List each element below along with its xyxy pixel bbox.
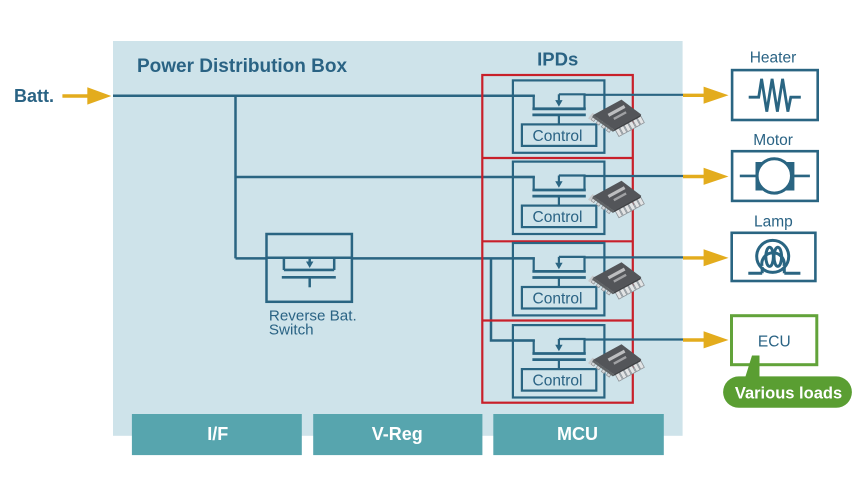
svg-text:Control: Control: [533, 209, 583, 226]
svg-text:Control: Control: [533, 373, 583, 390]
svg-text:Lamp: Lamp: [754, 213, 793, 230]
svg-text:IPDs: IPDs: [537, 49, 578, 70]
svg-text:Control: Control: [533, 128, 583, 145]
svg-text:Control: Control: [533, 291, 583, 308]
svg-text:MCU: MCU: [557, 424, 598, 444]
svg-text:Power Distribution Box: Power Distribution Box: [137, 56, 348, 77]
svg-text:V-Reg: V-Reg: [372, 424, 423, 444]
svg-text:Reverse Bat.: Reverse Bat.: [269, 308, 357, 325]
svg-text:Various loads: Various loads: [735, 384, 842, 402]
svg-text:Heater: Heater: [750, 49, 797, 66]
svg-text:I/F: I/F: [207, 424, 228, 444]
svg-text:Batt.: Batt.: [14, 86, 54, 106]
svg-text:Motor: Motor: [753, 132, 793, 149]
svg-text:Switch: Switch: [269, 322, 314, 339]
svg-text:ECU: ECU: [758, 334, 791, 351]
